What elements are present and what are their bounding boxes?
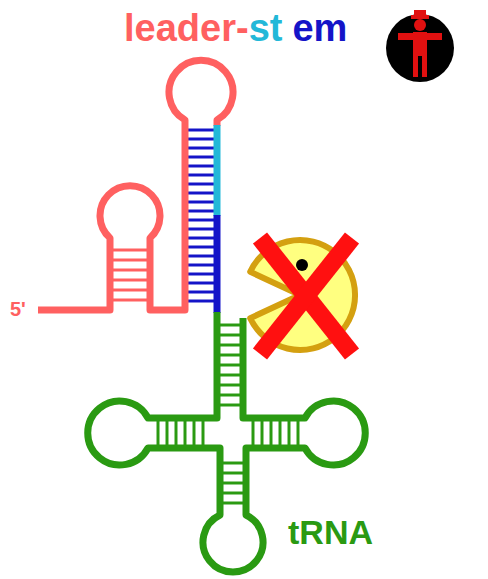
stem-part-em <box>214 215 221 313</box>
trna-rungs <box>158 325 298 503</box>
leader-rungs <box>110 250 150 300</box>
title-part: leader- <box>124 8 249 50</box>
stem-rungs <box>185 130 217 301</box>
pacman-eye <box>296 259 308 271</box>
title-part: em <box>292 8 347 50</box>
icon-ground <box>386 14 454 82</box>
title-part: st <box>249 8 283 50</box>
figure-body <box>413 32 427 56</box>
figure-leg <box>413 55 418 77</box>
cross-mark <box>260 238 352 354</box>
stop-icon <box>386 10 454 82</box>
title-row: leader-stem <box>124 8 347 50</box>
stem-part-st <box>214 125 221 216</box>
figure-leg <box>422 55 427 77</box>
leader-strand <box>38 60 233 310</box>
figure-head <box>414 19 426 31</box>
molecule-label: tRNA <box>288 514 373 551</box>
end-label: 5' <box>10 298 26 320</box>
hat-top <box>414 10 426 17</box>
